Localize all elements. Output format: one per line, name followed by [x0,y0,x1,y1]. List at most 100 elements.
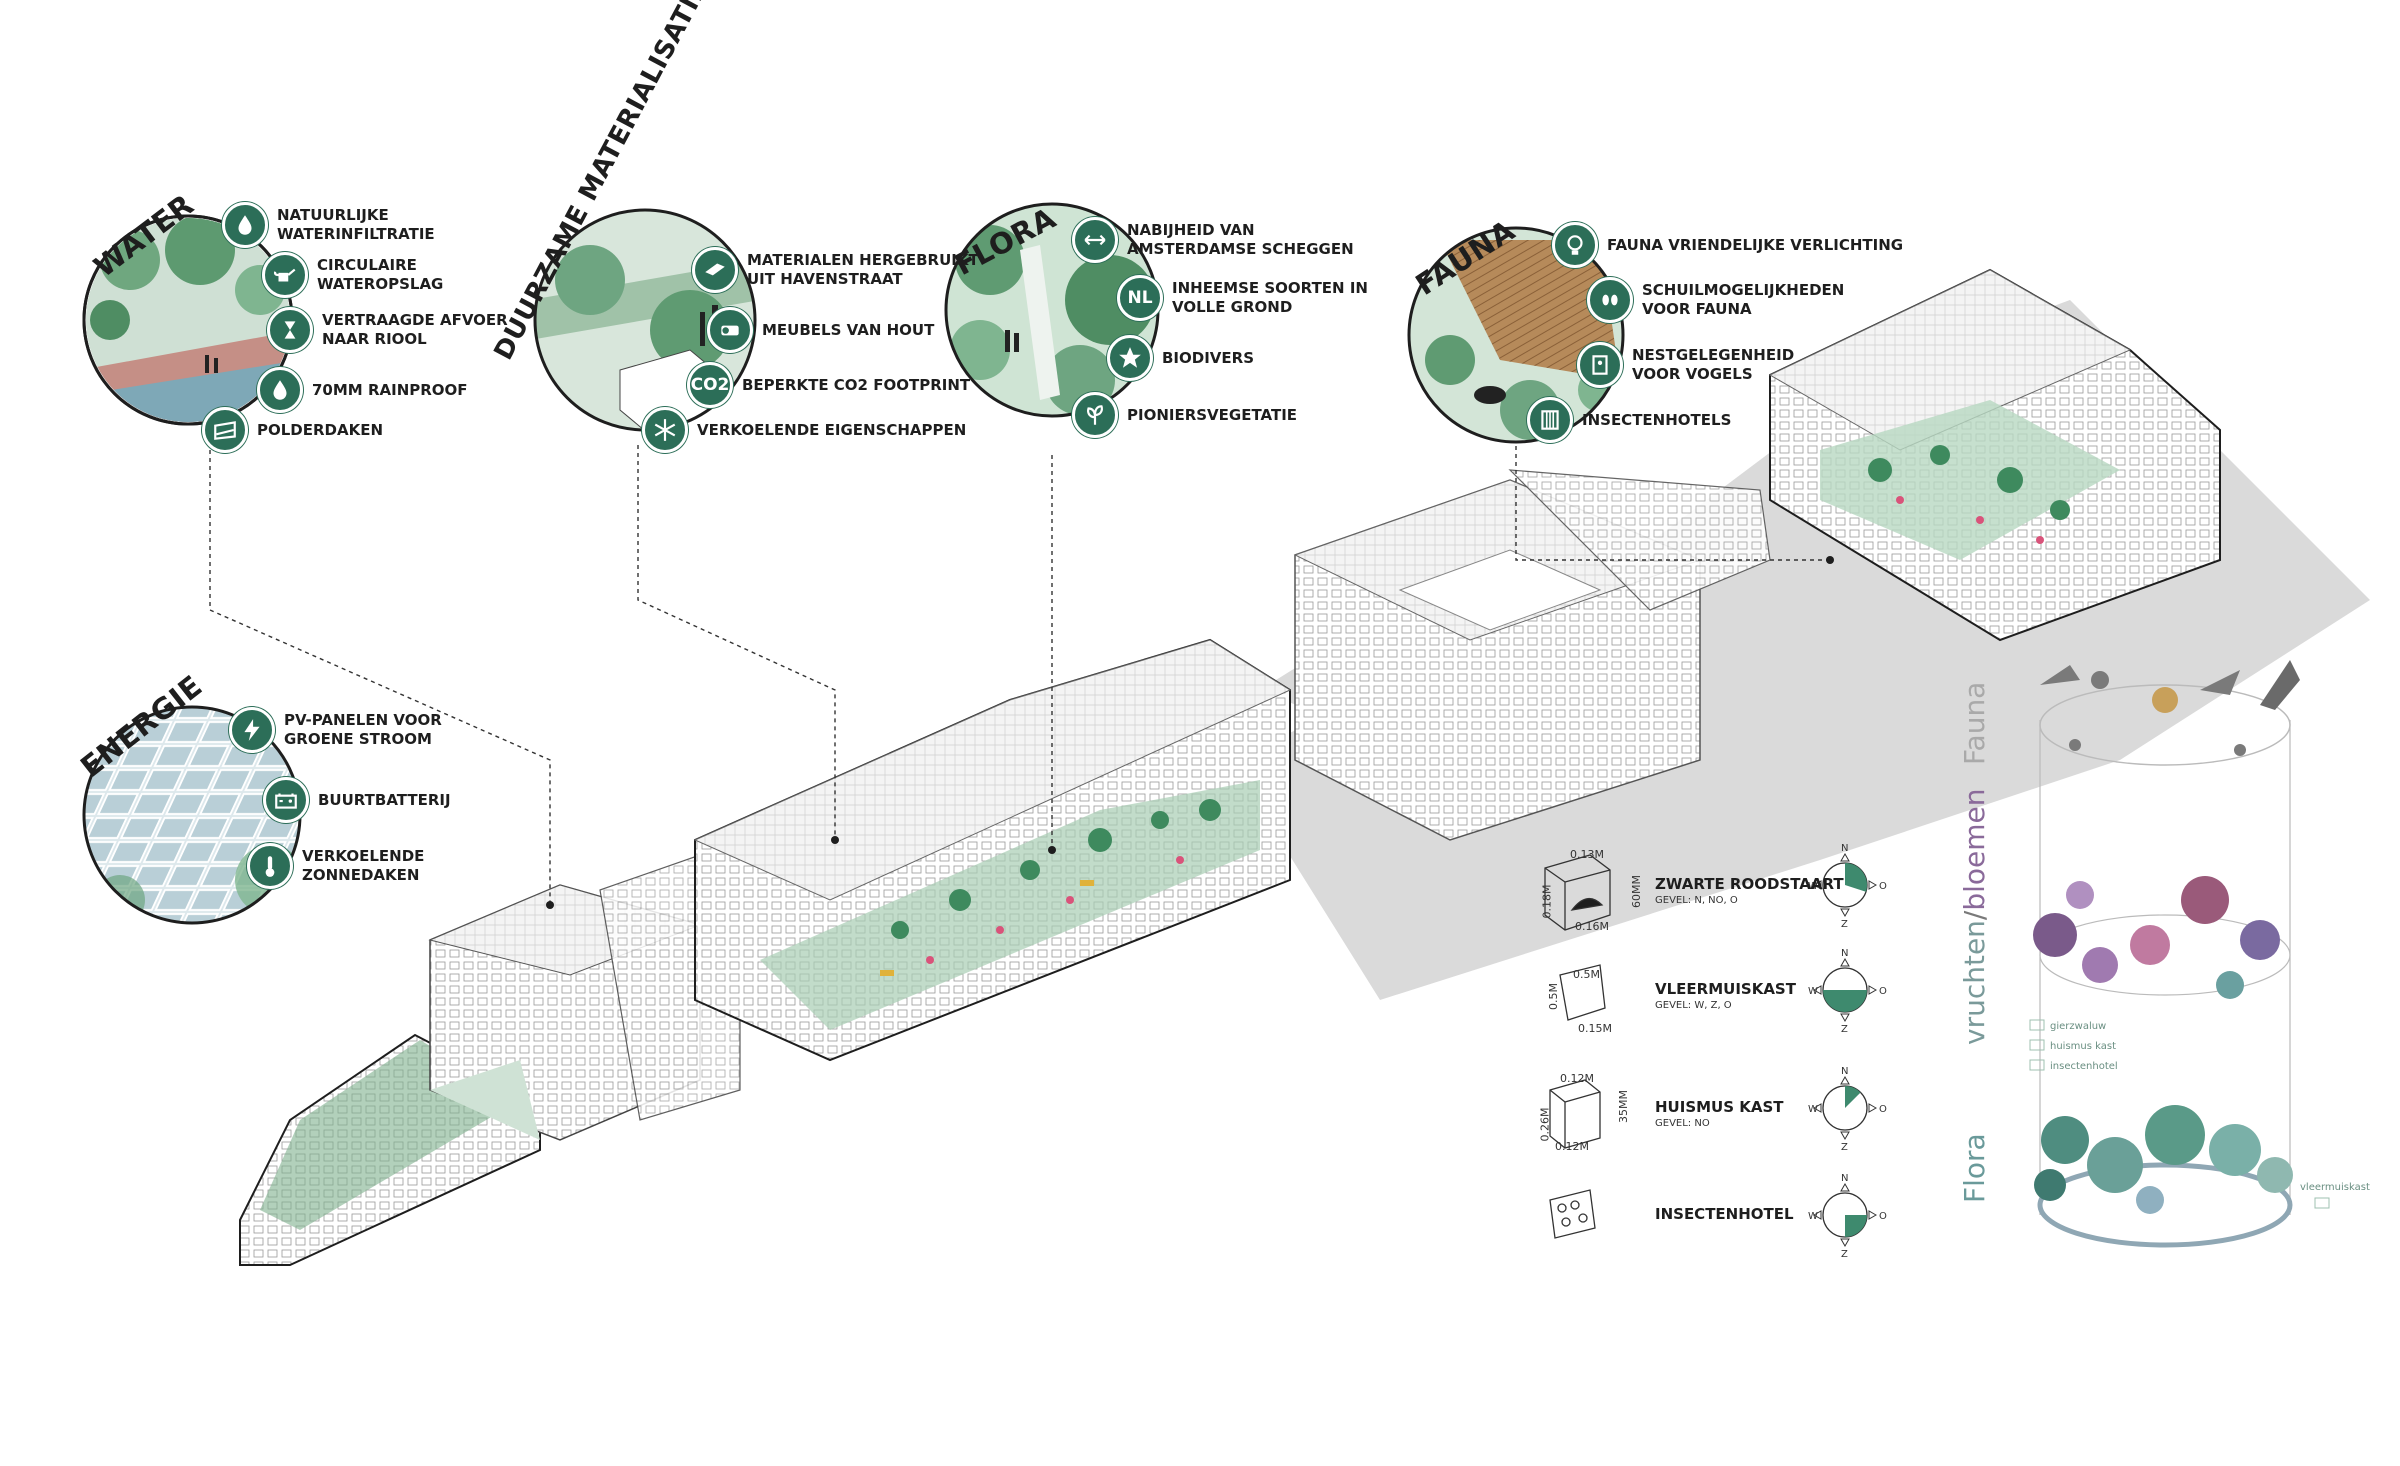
flower-ring [2033,876,2280,999]
legend-dim-0-3: 60MM [1629,875,1643,908]
compass-arrow-3-1 [1840,1238,1850,1248]
building-left-triangle [239,854,741,1266]
compass-letter-2-3: Z [1841,1142,1848,1153]
compass-letter-1-2: O [1879,986,1887,997]
compass-arrow-1-1 [1840,1013,1850,1023]
legend-title-0: ZWARTE ROODSTAART [1655,875,1844,893]
legend-dim-2-1: 0.26M [1538,1107,1552,1142]
compass-arrow-3-2 [1812,1210,1822,1220]
compass-wedge-2 [1845,1086,1861,1108]
flora-ring [2034,1105,2293,1214]
compass-letter-3-3: Z [1841,1249,1848,1260]
water-drop-icon [222,202,268,248]
leaf-icon [1072,392,1118,438]
lightning-icon [229,707,275,753]
legend-title-2: HUISMUS KAST [1655,1098,1784,1116]
legend-sub-0: GEVEL: N, NO, O [1655,895,1738,906]
rain-drop-icon [257,367,303,413]
compass-arrow-3-3 [1868,1210,1878,1220]
flora-label-0: NABIJHEID VAN AMSTERDAMSE SCHEGGEN [1127,221,1354,258]
compass-letter-0-2: O [1879,881,1887,892]
materials-label-2: BEPERKTE CO2 FOOTPRINT [742,375,971,394]
co2-icon: CO2 [687,362,733,408]
legend-box-huismus [1549,1079,1601,1149]
legend-dim-0-0: 0.13M [1570,848,1604,861]
birdhouse-icon [1577,342,1623,388]
legend-title-1: VLEERMUISKAST [1655,980,1796,998]
compass-wedge-0 [1845,863,1868,892]
insect-hotel-icon [1527,397,1573,443]
compass-arrow-1-0 [1840,957,1850,967]
compass-arrow-1-2 [1812,985,1822,995]
compass-arrow-0-3 [1868,880,1878,890]
legend-dim-1-0: 0.5M [1573,968,1600,981]
wood-icon [707,307,753,353]
materials-label-3: VERKOELENDE EIGENSCHAPPEN [697,420,967,439]
compass-arrow-3-0 [1840,1182,1850,1192]
energy-label-1: BUURTBATTERIJ [318,790,451,809]
water-label-1: CIRCULAIRE WATEROPSLAG [317,256,444,293]
water-label-4: POLDERDAKEN [257,420,384,439]
leader-dots [546,556,1834,909]
cylinder-slash: / [1958,910,1991,921]
fauna-label-2: NESTGELEGENHEID VOOR VOGELS [1632,346,1795,383]
water-label-2: VERTRAAGDE AFVOER NAAR RIOOL [322,311,508,348]
cylinder-tag-insectenhotel: insectenhotel [2050,1061,2118,1072]
cylinder-fruit-label: vruchten [1958,920,1991,1045]
compass-arrow-0-2 [1812,880,1822,890]
compass-letter-0-3: Z [1841,919,1848,930]
water-label-3: 70MM RAINPROOF [312,380,468,399]
watering-can-icon [262,252,308,298]
biodiversity-cylinder [2029,660,2330,1248]
compass-arrow-0-1 [1840,908,1850,918]
compass-wedge-3 [1845,1215,1867,1237]
compass-letter-1-3: Z [1841,1024,1848,1035]
legend-sub-1: GEVEL: W, Z, O [1655,1000,1732,1011]
legend-title-3: INSECTENHOTEL [1655,1205,1794,1223]
thermometer-icon [247,843,293,889]
cylinder-fauna-label: Fauna [1958,681,1991,765]
cylinder-tag-huismus: huismus kast [2050,1041,2117,1052]
legend-dim-2-2: 0.12M [1555,1140,1589,1153]
cylinder-flower-label: bloemen [1958,788,1991,911]
legend-box-roodstaart [1544,854,1611,931]
building-top-right [1768,268,2221,642]
water-vignette [82,214,294,426]
fauna-ring [2040,660,2300,756]
battery-icon [263,777,309,823]
compass-arrow-2-1 [1840,1131,1850,1141]
compass-letter-0-0: N [1841,843,1848,854]
compass-letter-2-0: N [1841,1066,1848,1077]
fauna-label-0: FAUNA VRIENDELIJKE VERLICHTING [1607,235,1904,254]
footprint-icon [1587,277,1633,323]
cylinder-flora-label: Flora [1958,1133,1991,1203]
water-label-0: NATUURLIJKE WATERINFILTRATIE [277,206,435,243]
legend-dim-0-1: 0.18M [1540,884,1554,919]
compass-letter-1-1: W [1808,986,1818,997]
arrows-icon [1072,217,1118,263]
star-icon [1107,335,1153,381]
energy-label-2: VERKOELENDE ZONNEDAKEN [302,847,425,884]
flora-label-3: PIONIERSVEGETATIE [1127,405,1298,424]
lightbulb-icon [1552,222,1598,268]
flora-label-1: INHEEMSE SOORTEN IN VOLLE GROND [1172,279,1368,316]
fauna-label-3: INSECTENHOTELS [1582,410,1732,429]
hourglass-icon [267,307,313,353]
compass-arrow-1-3 [1868,985,1878,995]
legend-dim-1-1: 0.5M [1546,983,1560,1010]
compass-letter-2-1: W [1808,1104,1818,1115]
compass-letter-3-2: O [1879,1211,1887,1222]
legend-dim-2-3: 35MM [1616,1090,1630,1123]
compass-letter-1-0: N [1841,948,1848,959]
legend-sub-2: GEVEL: NO [1655,1118,1710,1129]
nl-icon: NL [1117,275,1163,321]
compass-arrow-2-2 [1812,1103,1822,1113]
compass-arrow-2-3 [1868,1103,1878,1113]
compass-letter-3-1: W [1808,1211,1818,1222]
leader-lines [209,430,1830,905]
compass-wedge-1 [1823,990,1867,1012]
flora-label-2: BIODIVERS [1162,348,1255,367]
compass-letter-0-1: W [1808,881,1818,892]
beam-icon [692,247,738,293]
